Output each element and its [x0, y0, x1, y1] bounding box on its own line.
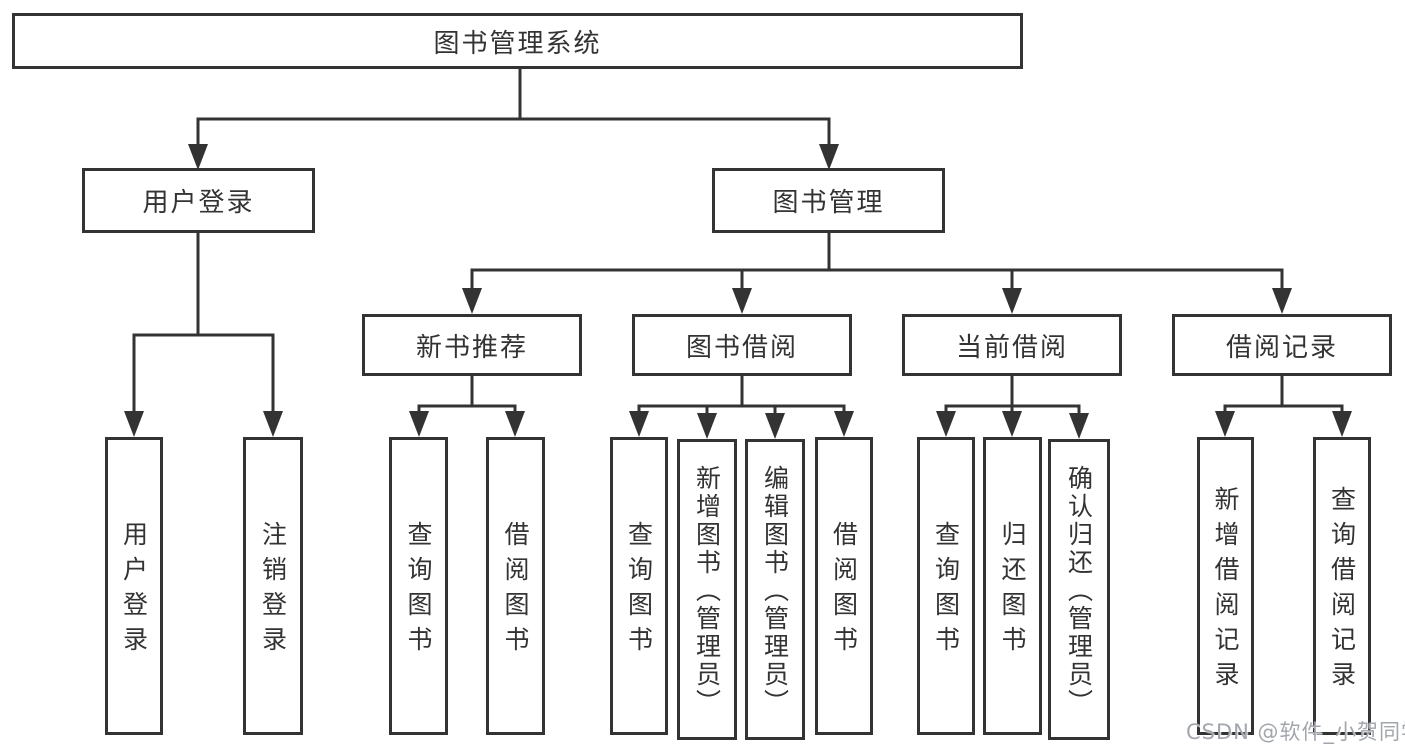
node-user-login-branch: 用户登录: [82, 168, 315, 233]
node-root-system: 图书管理系统: [12, 13, 1023, 69]
node-current-borrowing: 当前借阅: [902, 314, 1122, 376]
leaf-return-books: 归还图书: [983, 437, 1042, 735]
node-label: 新增借阅记录: [1211, 486, 1240, 696]
node-label: 新增图书（管理员）: [692, 465, 722, 717]
node-label: 新书推荐: [415, 332, 528, 363]
node-label: 查询图书: [931, 521, 961, 661]
leaf-query-borrow-record: 查询借阅记录: [1313, 437, 1371, 735]
node-new-book-recommend: 新书推荐: [362, 314, 582, 376]
leaf-borrow-books-1: 借阅图书: [486, 437, 545, 735]
csdn-watermark: CSDN @软件_小贺同学: [1186, 720, 1405, 744]
node-label: 归还图书: [998, 521, 1027, 661]
node-label: 查询图书: [404, 521, 433, 661]
leaf-confirm-return-admin: 确认归还（管理员）: [1048, 439, 1110, 740]
leaf-edit-book-admin: 编辑图书（管理员）: [745, 439, 805, 740]
connector-book-mgmt-children: [462, 233, 1292, 314]
connector-root-to-level2: [188, 68, 839, 170]
node-borrowing-records: 借阅记录: [1172, 314, 1392, 376]
leaf-add-borrow-record: 新增借阅记录: [1197, 437, 1254, 735]
node-label: 查询借阅记录: [1327, 486, 1357, 696]
node-book-management-branch: 图书管理: [712, 168, 945, 233]
node-label: 注销登录: [258, 521, 288, 661]
leaf-borrow-books-2: 借阅图书: [815, 437, 873, 735]
leaf-logout: 注销登录: [243, 437, 303, 735]
node-label: 编辑图书（管理员）: [760, 465, 790, 717]
node-label: 图书借阅: [685, 332, 798, 363]
leaf-query-books-2: 查询图书: [610, 437, 668, 735]
leaf-query-books-3: 查询图书: [917, 437, 975, 735]
connector-user-login-children: [124, 233, 283, 437]
node-label: 借阅图书: [829, 521, 859, 661]
connector-new-book-children: [409, 376, 525, 437]
node-label: 当前借阅: [955, 332, 1068, 363]
node-label: 图书管理: [772, 188, 885, 218]
connector-current-borrow-children: [936, 376, 1089, 439]
node-label: 用户登录: [142, 188, 255, 218]
node-label: 图书管理系统: [433, 28, 602, 59]
node-label: 查询图书: [624, 521, 654, 661]
connector-book-borrow-children: [629, 376, 854, 439]
leaf-query-books-1: 查询图书: [389, 437, 448, 735]
node-label: 用户登录: [119, 521, 149, 661]
leaf-add-book-admin: 新增图书（管理员）: [677, 439, 737, 740]
node-label: 借阅图书: [501, 521, 530, 661]
node-label: 借阅记录: [1225, 332, 1338, 363]
node-label: 确认归还（管理员）: [1064, 465, 1094, 717]
leaf-user-login: 用户登录: [105, 437, 163, 735]
connector-borrow-record-children: [1215, 376, 1352, 437]
node-book-borrowing: 图书借阅: [632, 314, 852, 376]
